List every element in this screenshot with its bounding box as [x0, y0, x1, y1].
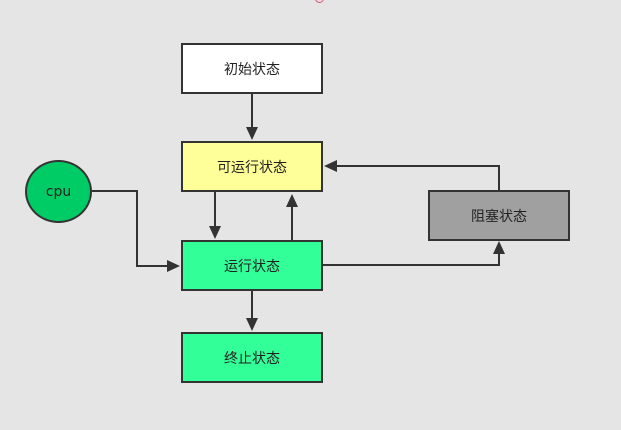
node-initial-state[interactable]: 初始状态	[181, 43, 323, 94]
node-runnable-label: 可运行状态	[217, 159, 287, 176]
edge-runnable-to-running	[209, 192, 221, 239]
edge-initial-to-runnable	[246, 94, 258, 140]
node-terminated-label: 终止状态	[224, 350, 280, 367]
node-terminated-state[interactable]: 终止状态	[181, 332, 323, 383]
edge-running-to-blocked	[323, 241, 505, 266]
node-cpu[interactable]: cpu	[25, 160, 92, 223]
edge-blocked-to-runnable	[324, 160, 500, 190]
node-blocked-label: 阻塞状态	[471, 208, 527, 225]
node-cpu-label: cpu	[45, 183, 72, 200]
edge-running-to-runnable	[286, 194, 298, 240]
edge-cpu-to-running	[92, 190, 180, 272]
node-initial-label: 初始状态	[224, 61, 280, 78]
node-runnable-state[interactable]: 可运行状态	[181, 141, 323, 192]
node-running-label: 运行状态	[224, 258, 280, 275]
node-blocked-state[interactable]: 阻塞状态	[428, 190, 570, 241]
edge-running-to-terminated	[246, 291, 258, 331]
node-running-state[interactable]: 运行状态	[181, 240, 323, 291]
